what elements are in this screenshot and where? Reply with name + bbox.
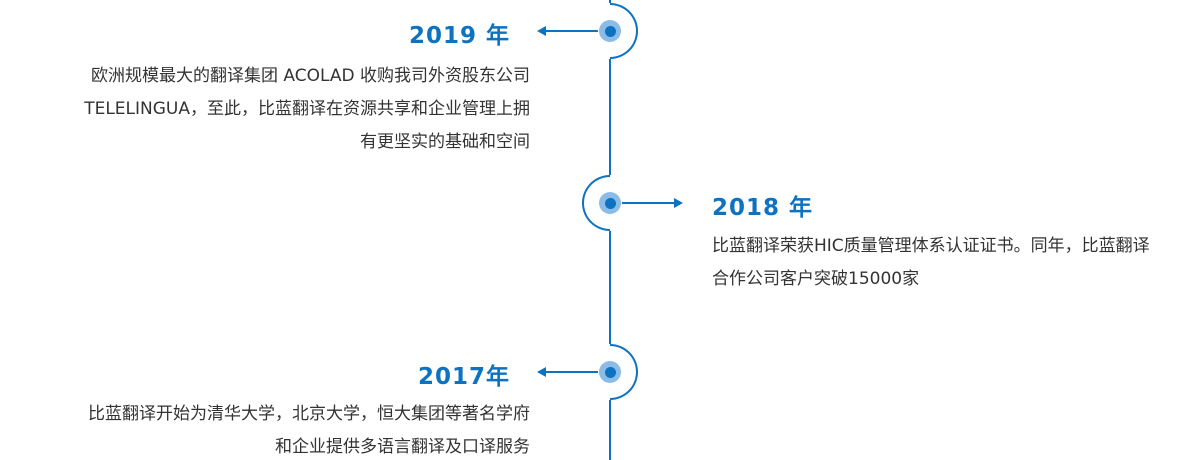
timeline-node-core [604,366,616,378]
timeline-node-dot [599,361,621,383]
description-line: 比蓝翻译开始为清华大学，北京大学，恒大集团等著名学府 [88,404,530,424]
timeline-node-dot [599,192,621,214]
timeline-line [609,231,611,344]
timeline-line [609,0,611,3]
description-line: 合作公司客户突破15000家 [712,269,920,289]
year-label: 2019 年 [408,23,510,49]
year-label: 2017年 [417,364,510,390]
year-label: 2018 年 [712,195,814,221]
timeline-node-core [604,197,616,209]
description-line: 比蓝翻译荣获HIC质量管理体系认证证书。同年，比蓝翻译 [712,236,1150,256]
description-line: 欧洲规模最大的翻译集团 ACOLAD 收购我司外资股东公司 [91,66,530,86]
milestone-description: 比蓝翻译荣获HIC质量管理体系认证证书。同年，比蓝翻译 合作公司客户突破1500… [712,230,1192,296]
milestone-description: 比蓝翻译开始为清华大学，北京大学，恒大集团等著名学府 和企业提供多语言翻译及口译… [0,398,530,460]
arrow-right-icon [622,198,683,208]
timeline-node-core [604,25,616,37]
milestone-description: 欧洲规模最大的翻译集团 ACOLAD 收购我司外资股东公司 TELELINGUA… [0,60,530,159]
description-line: 和企业提供多语言翻译及口译服务 [275,437,530,457]
timeline-line [609,59,611,175]
description-line: 有更坚实的基础和空间 [360,132,530,152]
arrow-left-icon [537,367,598,377]
description-line: TELELINGUA，至此，比蓝翻译在资源共享和企业管理上拥 [84,99,530,119]
timeline-node-dot [599,20,621,42]
arrow-left-icon [537,26,598,36]
timeline-line [609,400,611,460]
